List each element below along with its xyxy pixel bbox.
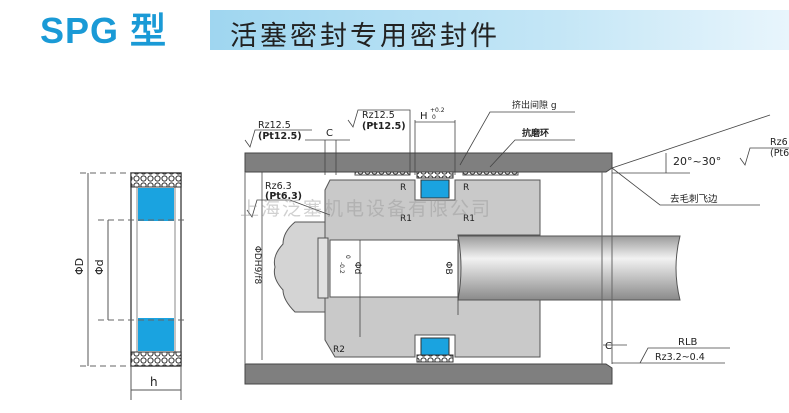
groove-width-label: H: [420, 111, 428, 122]
rough-piston-rz: Rz6.3: [265, 181, 292, 192]
piston-rod: [454, 235, 681, 301]
radius-r1-left: R1: [400, 214, 412, 224]
extrusion-gap-label: 挤出间隙 g: [512, 99, 557, 111]
rough-chamfer-pt: (Pt6: [770, 148, 789, 159]
rod-dia-label: ΦB: [443, 261, 453, 274]
groove-width-tol: +0.2: [430, 107, 445, 114]
radius-r-left: R: [400, 183, 406, 193]
nut: [273, 221, 326, 313]
ring-wear-bottom: [130, 351, 182, 367]
angle-label: 20°~30°: [673, 155, 721, 168]
rough-groove-rz: Rz12.5: [362, 110, 395, 121]
title-banner: 活塞密封专用密封件: [210, 10, 789, 52]
rough-piston-pt: (Pt6.3): [265, 191, 302, 202]
section-view: Rz12.5 (Pt12.5) C Rz12.5 (Pt12.5) H +0.2…: [244, 99, 789, 385]
ring-seal-top: [138, 188, 174, 221]
page-title: 活塞密封专用密封件: [230, 21, 500, 52]
groove-width-tol-low: 0: [432, 114, 436, 121]
rough-wall-rz: Rz12.5: [258, 120, 291, 131]
radius-r1-right: R1: [463, 214, 475, 224]
seal-bottom-wear: [416, 354, 454, 363]
watermark: 上海泛塞机电设备有限公司: [240, 198, 493, 220]
ring-wear-top: [130, 172, 182, 188]
seal-top: [420, 179, 450, 199]
rough-chamfer-rz: Rz6: [770, 137, 788, 148]
radius-r2: R2: [333, 345, 345, 355]
deburr-label: 去毛刺飞边: [670, 193, 718, 205]
rough-groove-pt: (Pt12.5): [362, 121, 406, 132]
groove-dia-label: Φd: [352, 262, 362, 275]
radius-r-right: R: [463, 183, 469, 193]
groove-dia-tol: 0: [344, 255, 351, 259]
groove-dia-tol-low: -0.2: [338, 262, 345, 274]
dim-h-label: h: [150, 375, 158, 389]
wear-ring-label: 抗磨环: [522, 127, 549, 139]
ring-view: ΦD Φd h: [73, 172, 188, 400]
bore-dim-label: ΦDH9/f8: [252, 246, 262, 285]
model-title: SPG 型: [40, 10, 168, 51]
rough-bore-label: Rz3.2~0.4: [655, 352, 705, 363]
dim-d-label: Φd: [93, 259, 106, 275]
cylinder-wall-bottom: [244, 363, 613, 385]
ring-seal-bottom: [138, 318, 174, 351]
rough-wall-pt: (Pt12.5): [258, 131, 302, 142]
seal-bottom: [420, 337, 450, 356]
cylinder-wall-top: [244, 152, 613, 173]
chamfer-c-label: C: [326, 128, 333, 139]
rlb-label: RLB: [678, 337, 698, 348]
dim-D-label: ΦD: [73, 258, 86, 275]
chamfer-c2-label: C: [605, 341, 612, 352]
